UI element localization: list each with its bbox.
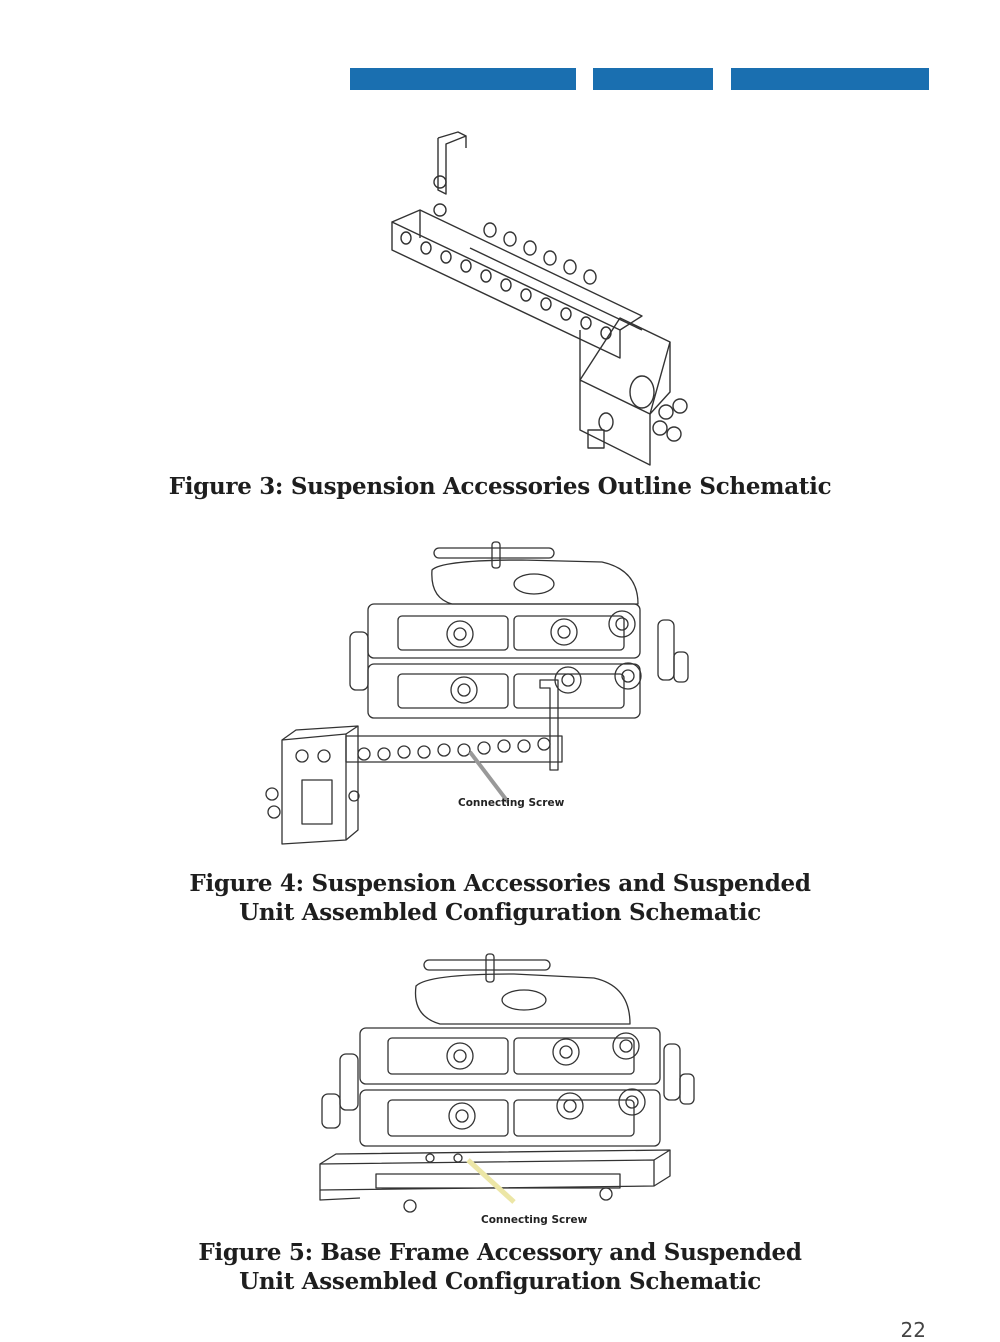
figure-5-caption: Figure 5: Base Frame Accessory and Suspe…: [0, 1238, 1000, 1296]
figure-5-drawing: Connecting Screw: [319, 953, 695, 1226]
figure-4-caption-line1: Figure 4: Suspension Accessories and Sus…: [189, 870, 811, 897]
header-bar-1: [350, 68, 576, 90]
header-bar-2: [593, 68, 713, 90]
figure-5-callout: Connecting Screw: [481, 1214, 588, 1226]
page-number: 22: [900, 1318, 926, 1342]
figure-4-caption-line2: Unit Assembled Configuration Schematic: [239, 899, 761, 926]
figure-4-callout: Connecting Screw: [458, 797, 565, 809]
header-bar-3: [731, 68, 929, 90]
figure-3-drawing: [391, 131, 688, 466]
figure-5-caption-line1: Figure 5: Base Frame Accessory and Suspe…: [198, 1239, 802, 1266]
figure-4-caption: Figure 4: Suspension Accessories and Sus…: [0, 869, 1000, 927]
figure-5-caption-line2: Unit Assembled Configuration Schematic: [239, 1268, 761, 1295]
figure-3-caption-line1: Figure 3: Suspension Accessories Outline…: [168, 473, 832, 500]
figure-3-caption: Figure 3: Suspension Accessories Outline…: [0, 472, 1000, 501]
figure-4-drawing: Connecting Screw: [265, 541, 689, 845]
